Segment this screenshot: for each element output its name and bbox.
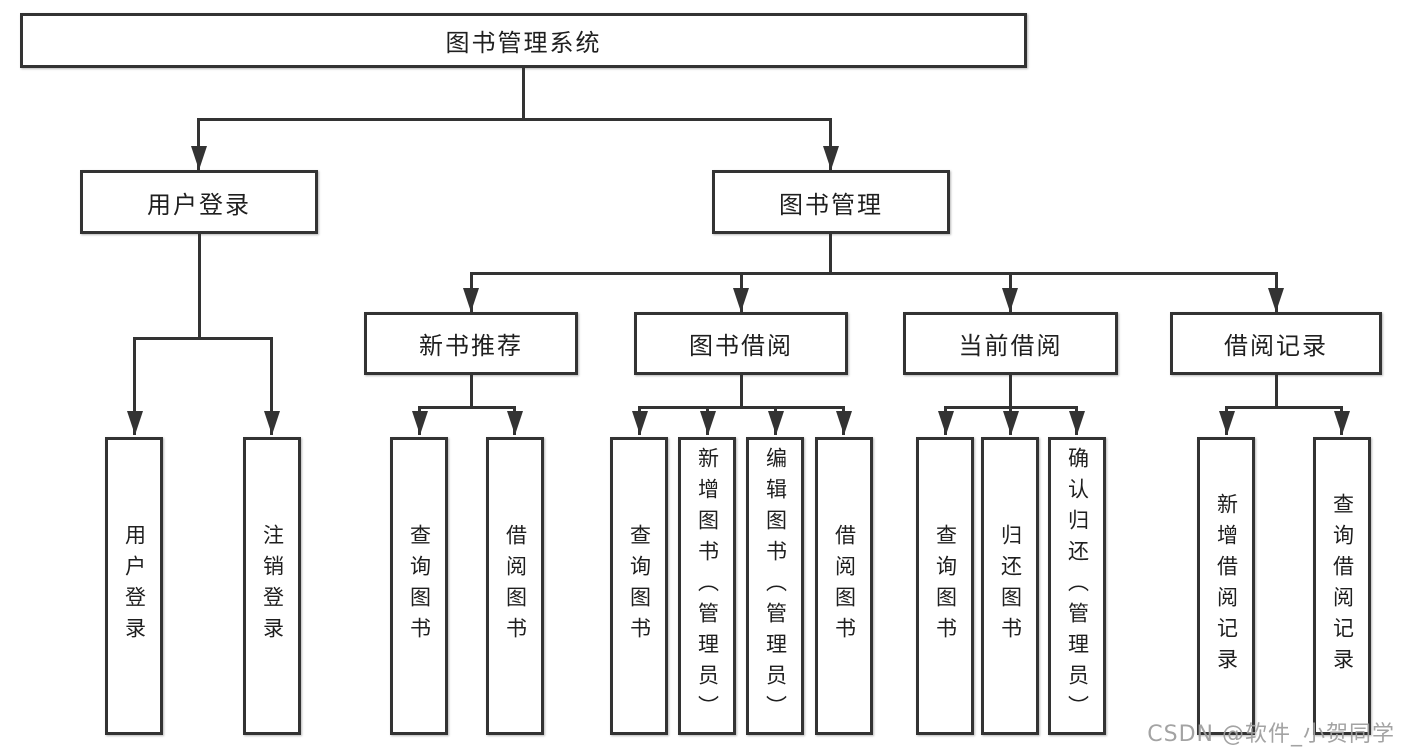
leaf-return-book: 归还图书 bbox=[981, 437, 1039, 735]
node-current-borrowing-label: 当前借阅 bbox=[958, 332, 1063, 360]
leaf-query-borrow-record: 查询借阅记录 bbox=[1313, 437, 1371, 735]
leaf-borrow-books-recommend: 借阅图书 bbox=[486, 437, 544, 735]
connector-line bbox=[198, 234, 201, 340]
node-root-label: 图书管理系统 bbox=[445, 29, 602, 57]
node-root: 图书管理系统 bbox=[20, 13, 1027, 68]
node-book-management-label: 图书管理 bbox=[779, 190, 883, 219]
connector-line bbox=[197, 118, 832, 121]
node-user-login: 用户登录 bbox=[80, 170, 318, 234]
arrow-down-icon bbox=[1002, 288, 1018, 312]
leaf-logout-label: 注销登录 bbox=[260, 524, 285, 648]
arrow-down-icon bbox=[823, 146, 839, 170]
node-book-borrowing: 图书借阅 bbox=[634, 312, 848, 375]
connector-line bbox=[1225, 406, 1343, 409]
connector-line bbox=[1275, 375, 1278, 409]
arrow-down-icon bbox=[412, 411, 428, 435]
leaf-edit-book-admin: 编辑图书（管理员） bbox=[746, 437, 804, 735]
watermark-text: CSDN @软件_小贺同学 bbox=[1147, 722, 1395, 747]
connector-line bbox=[133, 337, 273, 340]
leaf-query-books-recommend: 查询图书 bbox=[390, 437, 448, 735]
arrow-down-icon bbox=[768, 411, 784, 435]
connector-line bbox=[470, 272, 1278, 275]
arrow-down-icon bbox=[733, 288, 749, 312]
leaf-query-books-recommend-label: 查询图书 bbox=[407, 524, 432, 648]
arrow-down-icon bbox=[938, 411, 954, 435]
connector-line bbox=[133, 337, 136, 435]
arrow-down-icon bbox=[1219, 411, 1235, 435]
leaf-query-books-borrow-label: 查询图书 bbox=[627, 524, 652, 648]
leaf-return-book-label: 归还图书 bbox=[998, 524, 1023, 648]
node-borrowing-records: 借阅记录 bbox=[1170, 312, 1382, 375]
arrow-down-icon bbox=[700, 411, 716, 435]
node-current-borrowing: 当前借阅 bbox=[903, 312, 1118, 375]
arrow-down-icon bbox=[191, 146, 207, 170]
leaf-add-book-admin: 新增图书（管理员） bbox=[678, 437, 736, 735]
connector-line bbox=[638, 406, 845, 409]
leaf-logout: 注销登录 bbox=[243, 437, 301, 735]
arrow-down-icon bbox=[507, 411, 523, 435]
leaf-borrow-books-label: 借阅图书 bbox=[832, 524, 857, 648]
node-book-management: 图书管理 bbox=[712, 170, 950, 234]
node-user-login-label: 用户登录 bbox=[147, 190, 251, 219]
connector-line bbox=[829, 234, 832, 272]
leaf-query-books-current: 查询图书 bbox=[916, 437, 974, 735]
connector-line bbox=[740, 375, 743, 409]
leaf-borrow-books: 借阅图书 bbox=[815, 437, 873, 735]
leaf-add-borrow-record-label: 新增借阅记录 bbox=[1214, 493, 1239, 679]
arrow-down-icon bbox=[1334, 411, 1350, 435]
node-borrowing-records-label: 借阅记录 bbox=[1224, 332, 1328, 360]
arrow-down-icon bbox=[836, 411, 852, 435]
leaf-add-book-admin-label: 新增图书（管理员） bbox=[695, 446, 720, 726]
connector-line bbox=[418, 406, 516, 409]
node-new-book-recommendation-label: 新书推荐 bbox=[419, 332, 523, 360]
connector-line bbox=[470, 375, 473, 409]
arrow-down-icon bbox=[1069, 411, 1085, 435]
arrow-down-icon bbox=[632, 411, 648, 435]
leaf-confirm-return-admin: 确认归还（管理员） bbox=[1048, 437, 1106, 735]
leaf-query-borrow-record-label: 查询借阅记录 bbox=[1330, 493, 1355, 679]
arrow-down-icon bbox=[127, 411, 143, 435]
node-book-borrowing-label: 图书借阅 bbox=[689, 332, 793, 360]
connector-line bbox=[197, 118, 200, 170]
leaf-user-login-label: 用户登录 bbox=[122, 524, 147, 648]
leaf-edit-book-admin-label: 编辑图书（管理员） bbox=[763, 446, 788, 726]
leaf-user-login: 用户登录 bbox=[105, 437, 163, 735]
leaf-borrow-books-recommend-label: 借阅图书 bbox=[503, 524, 528, 648]
connector-line bbox=[829, 118, 832, 170]
connector-line bbox=[270, 337, 273, 435]
arrow-down-icon bbox=[1003, 411, 1019, 435]
node-new-book-recommendation: 新书推荐 bbox=[364, 312, 578, 375]
connector-line bbox=[522, 68, 525, 118]
arrow-down-icon bbox=[1268, 288, 1284, 312]
arrow-down-icon bbox=[264, 411, 280, 435]
leaf-add-borrow-record: 新增借阅记录 bbox=[1197, 437, 1255, 735]
leaf-confirm-return-admin-label: 确认归还（管理员） bbox=[1065, 446, 1090, 726]
arrow-down-icon bbox=[463, 288, 479, 312]
leaf-query-books-borrow: 查询图书 bbox=[610, 437, 668, 735]
connector-line bbox=[1009, 375, 1012, 409]
leaf-query-books-current-label: 查询图书 bbox=[933, 524, 958, 648]
